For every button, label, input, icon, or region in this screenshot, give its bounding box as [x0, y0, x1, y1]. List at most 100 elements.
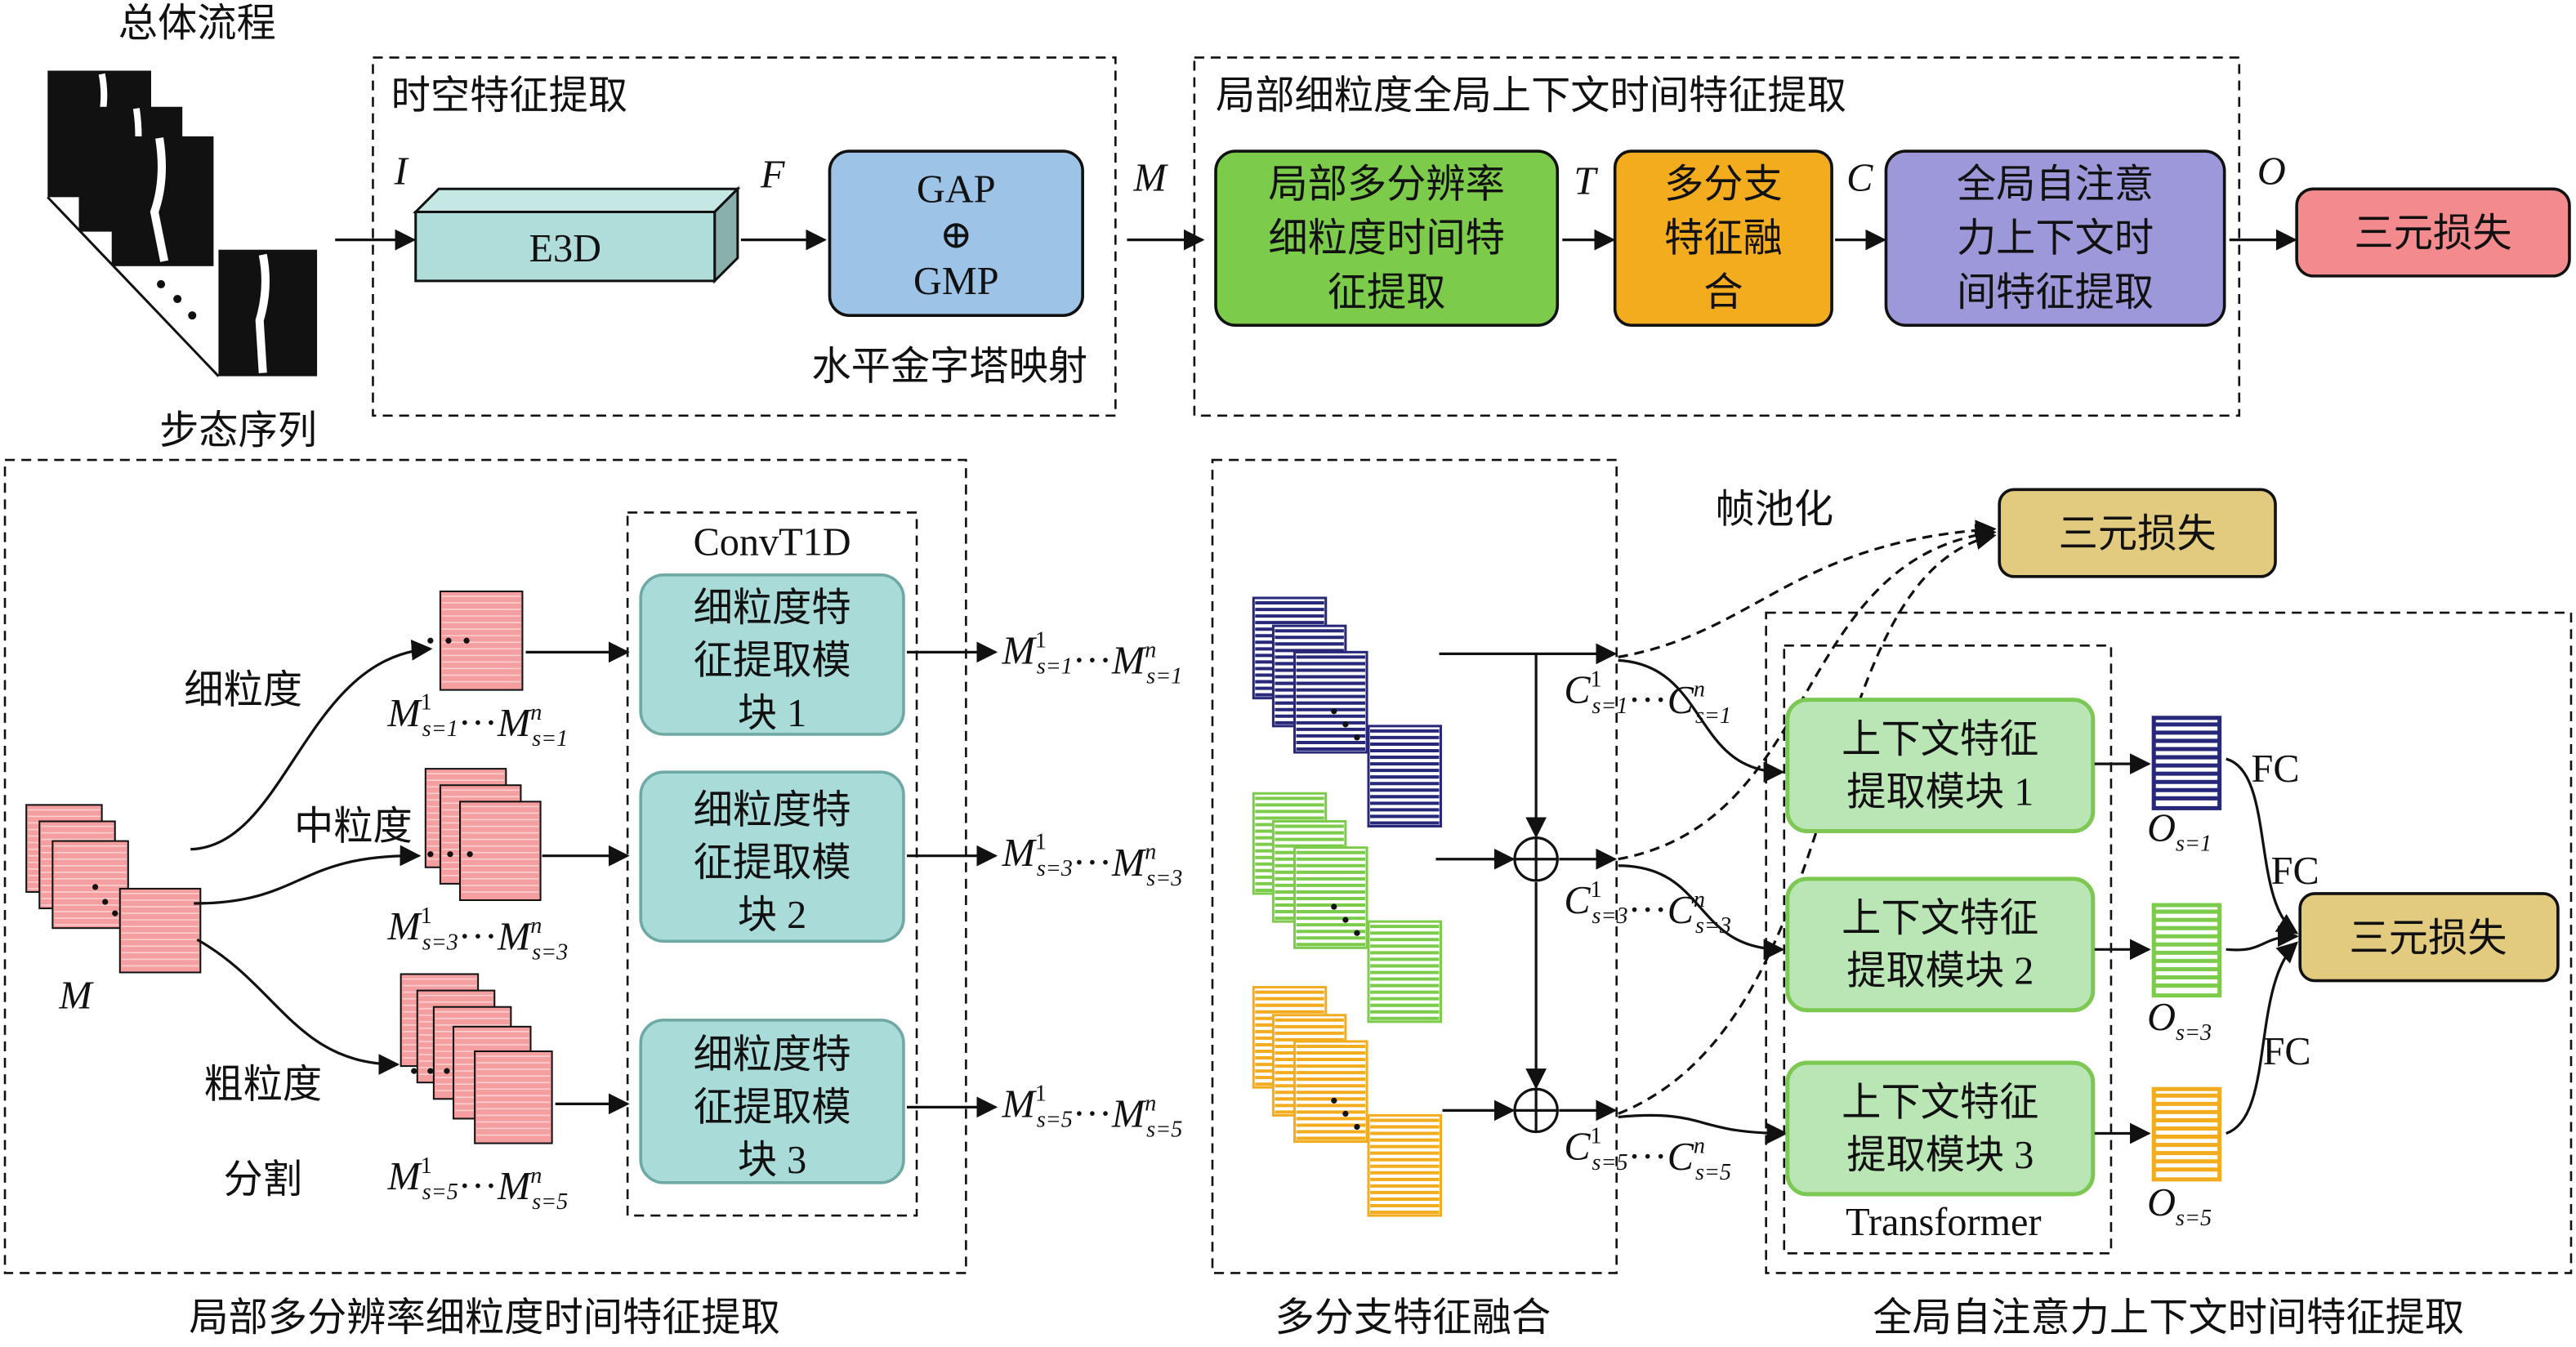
- overview-title: 总体流程: [118, 2, 276, 45]
- output-feature-1: [2151, 716, 2222, 810]
- feature-card: [1367, 1113, 1443, 1217]
- gap-label: GAP: [917, 167, 996, 211]
- oplus-label: ⊕: [940, 214, 972, 257]
- module-line: 提取模块 2: [1846, 950, 2034, 993]
- output-feature-2: [2151, 903, 2222, 998]
- feature-card: [118, 887, 202, 974]
- ellipsis-dot: [467, 851, 473, 858]
- module-line: 块 2: [738, 894, 806, 937]
- box-line: 间特征提取: [1957, 271, 2154, 314]
- loss-label: 三元损失: [2350, 917, 2507, 960]
- fusion-box: 多分支 特征融 合: [1613, 149, 1833, 328]
- ellipsis-dot: [112, 910, 118, 917]
- fc-label: FC: [2252, 747, 2300, 791]
- feature-card: [1367, 725, 1443, 828]
- module-line: 上下文特征: [1842, 1081, 2038, 1124]
- gait-sequence: [47, 70, 318, 377]
- ellipsis-dot: [1331, 903, 1337, 910]
- module-line: 征提取模: [694, 1086, 851, 1129]
- box-line: 特征融: [1664, 217, 1783, 261]
- ellipsis-dot: [92, 884, 99, 890]
- stage2-title: 局部细粒度全局上下文时间特征提取: [1216, 74, 1846, 118]
- o-symbol: O: [2257, 149, 2286, 193]
- coarse-label: 粗粒度: [203, 1063, 322, 1106]
- stage1-title: 时空特征提取: [391, 74, 627, 118]
- ellipsis-dot: [1354, 734, 1360, 741]
- fc-label: FC: [2271, 850, 2319, 893]
- feature-card: [1367, 920, 1443, 1024]
- module-line: 细粒度特: [694, 587, 851, 630]
- module-line: 细粒度特: [694, 788, 851, 832]
- ellipsis-dot: [1342, 721, 1349, 728]
- add-icon: [1513, 1087, 1559, 1134]
- gmp-label: GMP: [913, 260, 999, 303]
- fine-label: 细粒度: [184, 669, 302, 712]
- triplet-loss-box: 三元损失: [2295, 187, 2571, 278]
- module-line: 提取模块 3: [1846, 1134, 2034, 1177]
- transformer-label: Transformer: [1846, 1201, 2041, 1244]
- local-multires-box: 局部多分辨率 细粒度时间特 征提取: [1214, 149, 1560, 328]
- e3d-block: E3D: [413, 185, 741, 284]
- module-line: 征提取模: [694, 841, 851, 885]
- module-line: 块 1: [738, 692, 806, 735]
- module-line: 上下文特征: [1842, 718, 2038, 761]
- module-line: 提取模块 1: [1846, 770, 2034, 814]
- box-line: 征提取: [1328, 271, 1446, 314]
- feature-symbol: F: [760, 153, 785, 196]
- local-global-box: [1193, 56, 2241, 417]
- module-line: 细粒度特: [694, 1033, 851, 1077]
- ellipsis-dot: [102, 899, 109, 905]
- ellipsis-dot: [1331, 1097, 1337, 1104]
- ellipsis-dot: [427, 1068, 434, 1074]
- ellipsis-dot: [411, 1068, 417, 1074]
- loss-label: 三元损失: [2355, 212, 2512, 256]
- box-line: 多分支: [1664, 163, 1783, 206]
- box-line: 局部多分辨率: [1268, 163, 1504, 206]
- ellipsis-dot: [447, 851, 453, 858]
- convt1d-title: ConvT1D: [694, 521, 851, 564]
- frame-pooling-label: 帧池化: [1715, 488, 1833, 532]
- loss-label: 三元损失: [2059, 513, 2217, 556]
- ellipsis-dot: [427, 851, 434, 858]
- fc-label: FC: [2263, 1030, 2311, 1073]
- feature-card: [459, 801, 542, 902]
- output-label: Os=1: [2147, 807, 2212, 857]
- split-label: 分割: [223, 1158, 302, 1202]
- gap-gmp-block: GAP ⊕ GMP: [828, 149, 1084, 317]
- feature-card: [474, 1050, 553, 1144]
- ellipsis-dot: [1342, 917, 1349, 923]
- ellipsis-dot: [427, 637, 434, 644]
- ellipsis-dot: [445, 637, 452, 644]
- output-label: Os=5: [2147, 1181, 2212, 1231]
- triplet-loss-right: 三元损失: [2298, 892, 2560, 983]
- ellipsis-dot: [1354, 930, 1360, 936]
- t-symbol: T: [1574, 159, 1598, 203]
- feature-card: [439, 590, 524, 691]
- m-input-symbol: M: [58, 975, 94, 1018]
- module-line: 上下文特征: [1842, 897, 2038, 940]
- module-line: 块 3: [738, 1139, 806, 1182]
- local-caption: 局部多分辨率细粒度时间特征提取: [189, 1296, 780, 1340]
- pink-card-stacks: [25, 590, 553, 1144]
- global-attention-box: 全局自注意 力上下文时 间特征提取: [1884, 149, 2226, 328]
- ellipsis-dot: [1354, 1123, 1360, 1131]
- pyramid-label: 水平金字塔映射: [811, 346, 1087, 389]
- triplet-loss-top: 三元损失: [1998, 488, 2277, 578]
